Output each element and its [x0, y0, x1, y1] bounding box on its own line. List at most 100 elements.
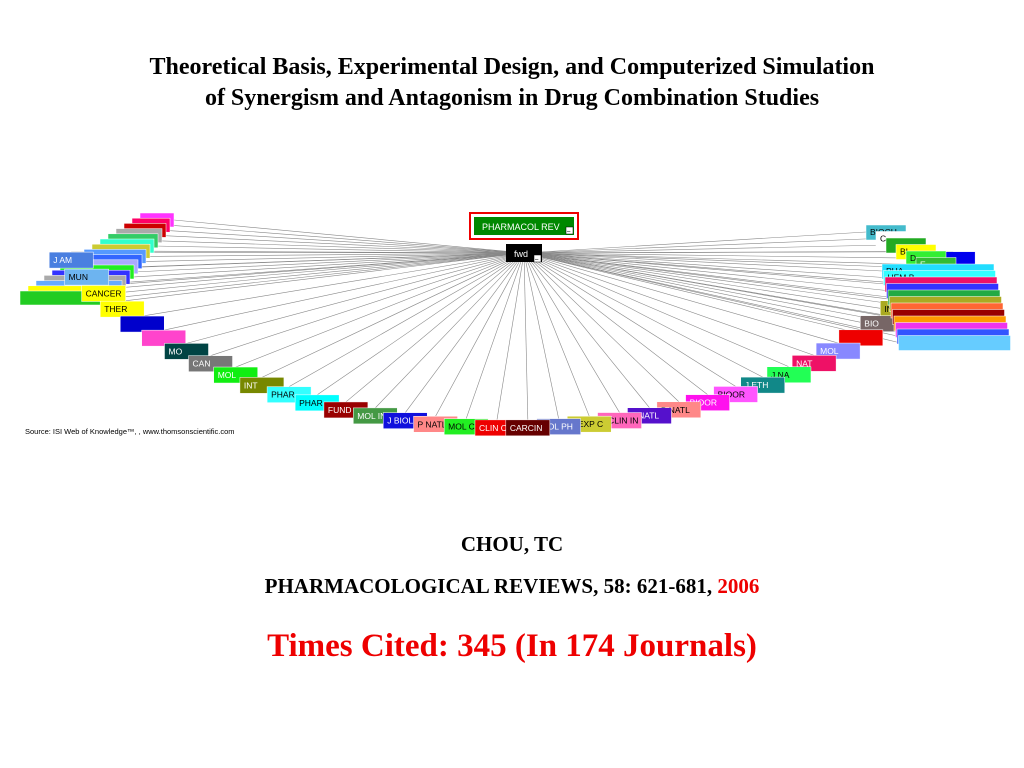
journal-node-label: BIO [864, 319, 879, 329]
journal-reference-text: PHARMACOLOGICAL REVIEWS, 58: 621-681, [264, 574, 713, 598]
connector-line [496, 252, 525, 420]
journal-node-box [119, 315, 165, 333]
center-collapse-glyph: − [567, 229, 571, 236]
connector-line [404, 252, 525, 413]
connector-line [465, 252, 525, 419]
connector-line [523, 252, 903, 302]
connector-line [113, 252, 525, 299]
connector-line [169, 224, 525, 254]
center-collapse-button[interactable] [565, 226, 574, 235]
journal-node-box [64, 268, 109, 286]
connector-line [103, 252, 525, 286]
connector-line [523, 252, 895, 324]
journal-node-label: INT [244, 380, 258, 390]
journal-node-label: PHAR [299, 398, 323, 408]
journal-node-label: FUND [328, 405, 352, 415]
slide-title: Theoretical Basis, Experimental Design, … [0, 52, 1024, 114]
journal-node[interactable] [141, 329, 186, 347]
connector-line [523, 231, 867, 254]
connector-line [173, 219, 525, 254]
connector-line [523, 252, 839, 344]
fwd-node[interactable]: fwd − [506, 244, 542, 264]
connector-line [523, 252, 763, 378]
journal-node-label: P NATL [661, 405, 690, 415]
title-line-2: of Synergism and Antagonism in Drug Comb… [204, 85, 820, 111]
journal-node-label: PHAR [271, 390, 295, 400]
journal-node-box [164, 343, 209, 360]
journal-node-label: MUN [69, 272, 88, 282]
journal-node-label: P NATL [418, 419, 447, 429]
connector-line [165, 230, 525, 254]
connector-line [121, 252, 525, 288]
journal-node[interactable]: J AM [48, 251, 94, 269]
journal-node[interactable]: MOL [815, 342, 861, 360]
connector-line [523, 252, 680, 402]
connector-line [161, 235, 525, 254]
center-node[interactable]: PHARMACOL REV − [469, 212, 579, 240]
connector-line [523, 252, 790, 368]
fwd-collapse-button[interactable] [533, 254, 542, 263]
journal-node-box [815, 342, 861, 360]
connector-line [523, 252, 884, 278]
fwd-collapse-glyph: − [535, 257, 539, 264]
journal-node-label: NAT [796, 358, 812, 368]
journal-node-label: CARCIN [510, 423, 543, 433]
journal-node-label: MOL [218, 370, 237, 380]
connector-line [523, 252, 893, 317]
journal-node[interactable]: MO [164, 343, 209, 360]
journal-node[interactable] [119, 315, 165, 333]
connector-lines [71, 219, 954, 420]
connector-line [523, 251, 897, 254]
journal-reference: PHARMACOLOGICAL REVIEWS, 58: 621-681, 20… [0, 574, 1024, 599]
journal-node[interactable]: THER [99, 300, 145, 318]
source-text: Source: ISI Web of Knowledge™, , www.tho… [25, 427, 235, 436]
journal-node-label: J BIOL [387, 416, 413, 426]
journal-node-label: MOL [820, 346, 839, 356]
journal-node[interactable]: MUN [64, 268, 109, 286]
journal-node-label: MOL CA [448, 422, 481, 432]
journal-node[interactable]: CANCER [81, 285, 126, 302]
connector-line [235, 252, 525, 368]
right-stack-node[interactable] [898, 335, 1011, 351]
connector-line [375, 252, 525, 409]
journal-node-label: MO [168, 346, 182, 356]
connector-line [122, 252, 525, 302]
connector-line [523, 238, 877, 254]
connector-line [210, 252, 525, 356]
connector-line [523, 252, 650, 408]
journal-node-label: THER [104, 304, 127, 314]
journal-node-box [141, 329, 186, 347]
journal-node-label: J AM [53, 255, 72, 265]
right-stack-node-box [898, 335, 1011, 351]
connector-line [142, 252, 525, 317]
connector-line [523, 252, 590, 417]
connector-line [523, 252, 917, 265]
journal-node[interactable]: CARCIN [505, 419, 551, 437]
connector-line [523, 252, 898, 337]
journal-node-box [838, 329, 884, 347]
connector-line [523, 252, 529, 420]
connector-line [523, 252, 886, 285]
connector-line [523, 252, 892, 311]
connector-line [523, 252, 896, 330]
connector-line [523, 252, 815, 356]
connector-line [523, 252, 620, 413]
connector-line [163, 252, 525, 331]
connector-line [523, 252, 938, 269]
publication-year: 2006 [717, 574, 760, 598]
connector-line [117, 252, 525, 294]
journal-node[interactable] [838, 329, 884, 347]
connector-line [523, 244, 887, 254]
journal-node-label: CAN [193, 359, 211, 369]
connector-line [523, 252, 883, 272]
connector-line [523, 252, 890, 304]
connector-line [435, 252, 525, 417]
connector-line [523, 252, 559, 419]
title-line-1: Theoretical Basis, Experimental Design, … [149, 54, 875, 80]
connector-line [345, 252, 525, 403]
fwd-label: fwd [514, 249, 528, 259]
connector-line [523, 252, 907, 259]
journal-node-label: MOL PH [541, 422, 573, 432]
